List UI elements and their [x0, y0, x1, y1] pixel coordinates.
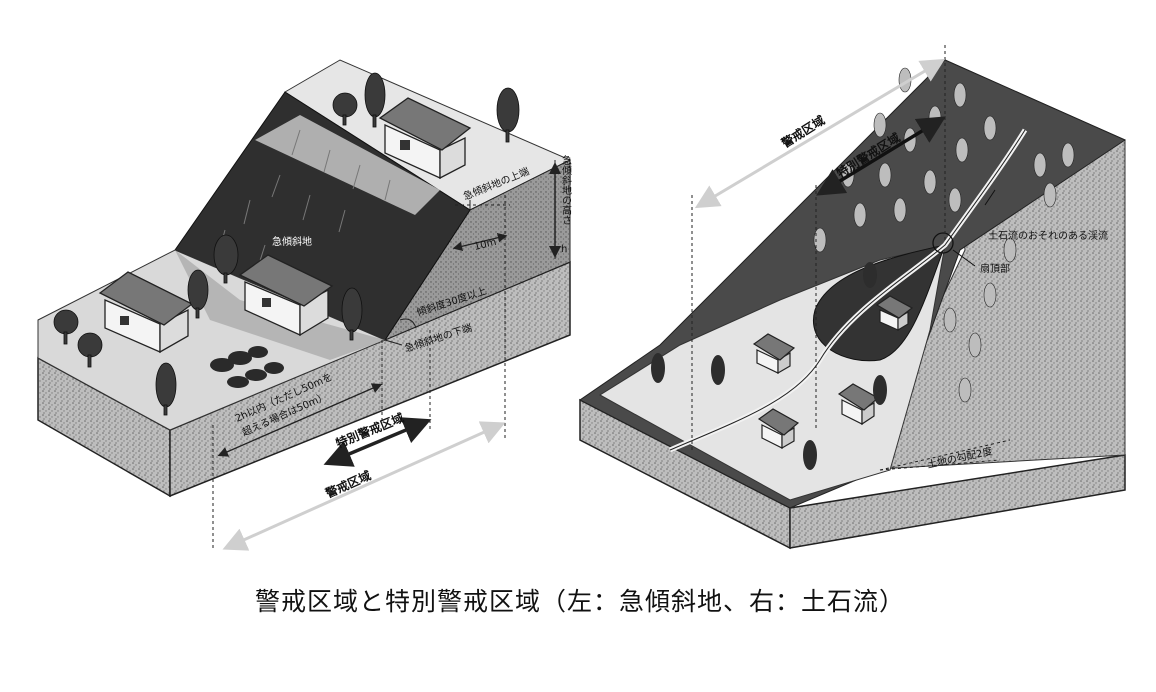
right-apex-marker: [932, 232, 954, 254]
left-label-height-symbol: h: [561, 244, 567, 255]
right-diagram-debris-flow: 警戒区域 特別警戒区域 土石流のおそれのある渓流 扇頂部 土地の勾配2度: [579, 45, 1127, 550]
right-soil-side: [789, 454, 1126, 549]
left-diagram-steep-slope: 急傾斜地 急傾斜地の上端 急傾斜地の高さ h 10m 傾斜度30度以上 急傾斜地…: [37, 59, 572, 551]
left-label-height: 急傾斜地の高さ: [560, 154, 572, 225]
right-label-stream: 土石流のおそれのある渓流: [988, 229, 1108, 242]
left-leader-bottom: [384, 339, 403, 346]
left-label-zone: 警戒区域: [322, 468, 373, 502]
figure-caption: 警戒区域と特別警戒区域（左：急傾斜地、右：土石流）: [254, 587, 905, 616]
right-leader-stream: [984, 189, 996, 206]
left-house-top: [378, 97, 472, 180]
right-label-apex: 扇頂部: [980, 262, 1010, 275]
left-house-middle: [238, 254, 334, 337]
left-zone-arrow: [222, 421, 506, 551]
left-special-zone-strip: [175, 250, 385, 360]
right-fan-trees: [651, 262, 887, 470]
left-label-10m: 10m: [473, 237, 497, 253]
left-angle-arc: [399, 318, 417, 329]
left-bushes: [210, 346, 284, 388]
left-10m-arrow: [452, 233, 508, 251]
right-leader-apex: [952, 249, 976, 267]
right-special-zone-arrow: [816, 116, 946, 196]
left-trees: [53, 72, 520, 416]
right-houses: [752, 295, 914, 450]
left-label-steep-slope: 急傾斜地: [272, 235, 312, 248]
right-stream-outline: [669, 129, 1026, 451]
left-slope-band: [255, 115, 440, 215]
left-house-front: [98, 271, 194, 354]
